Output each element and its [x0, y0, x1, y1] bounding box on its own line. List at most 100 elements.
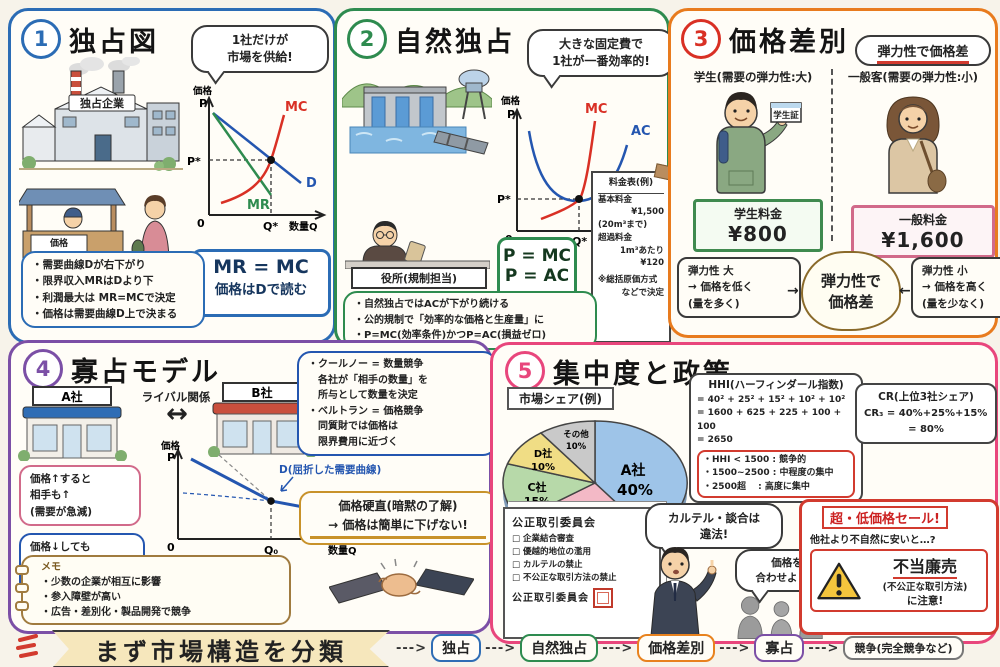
svg-text:0: 0 [197, 217, 205, 230]
general-price-card: 一般料金 ¥1,600 [851, 205, 995, 258]
elasticity-low-bubble: 弾力性 小 → 価格を高く (量を少なく) [911, 257, 1000, 318]
svg-text:10%: 10% [531, 462, 555, 473]
chain-item-competition: 競争(完全競争など) [843, 636, 964, 660]
panel2-bullet-list: ・自然独占ではACが下がり続ける ・公的規制で「効率的な価格と生産量」に ・P=… [343, 291, 597, 350]
factory-sign-label: 独占企業 [79, 96, 125, 110]
chain-arrow: ---> [808, 640, 840, 656]
chain-arrow: ---> [719, 640, 751, 656]
svg-text:その他: その他 [563, 429, 589, 440]
predatory-pricing-warning: 超・低価格セール! 他社より不自然に安いと…? 不当廉売 (不公正な取引方法) … [799, 499, 999, 635]
panel2-speech-bubble: 大きな固定費で 1社が一番効率的! [527, 29, 675, 77]
elasticity-cloud: 弾力性で 価格差 [801, 251, 901, 331]
student-price-card: 学生料金 ¥800 [693, 199, 823, 252]
store-a-illustration: A社 [18, 386, 127, 461]
demand-curve-label: D [306, 176, 317, 191]
svg-text:15%: 15% [524, 495, 550, 508]
speed-marks-icon [16, 634, 38, 658]
store-b-sign: B社 [251, 385, 272, 400]
regulator-illustration [345, 221, 490, 269]
cr-box: CR(上位3社シェア) CR₃ = 40%+25%+15% = 80% [855, 383, 997, 444]
svg-text:数量Q: 数量Q [328, 544, 357, 557]
hhi-thresholds: ・HHI < 1500 : 競争的 ・1500~2500 : 中程度の集中 ・2… [697, 449, 855, 499]
svg-text:Q₀: Q₀ [264, 544, 278, 557]
stand-price-label: 価格 [49, 237, 69, 249]
pie-chart-title: 市場シェア(例) [507, 387, 614, 410]
market-structure-chain: ---> 独占 ---> 自然独占 ---> 価格差別 ---> 寡占 --->… [396, 633, 996, 663]
memo-title: メモ [41, 562, 61, 573]
customer-illustration [886, 96, 947, 194]
panel3-number-badge: 3 [681, 19, 721, 59]
panel5-number-badge: 5 [505, 351, 545, 391]
svg-text:A社: A社 [621, 462, 646, 479]
chain-item-oligopoly: 寡占 [754, 634, 805, 662]
mr-curve-label: MR [247, 198, 270, 213]
panel2-title: 自然独占 [395, 26, 515, 58]
price-table-note: 料金表(例) 基本料金 ¥1,500 (20m³まで) 超過料金 1m³あたり … [591, 163, 675, 343]
cournot-bertrand-notes: ・クールノー = 数量競争 各社が「相手の数量」を 所与として数量を決定 ・ベル… [297, 351, 497, 456]
panel1-bullet-list: ・需要曲線Dが右下がり ・限界収入MRはDより下 ・利潤最大は MR=MCで決定… [21, 251, 205, 329]
panel-natural-monopoly: 2 自然独占 大きな固定費で 1社が一番効率的! [334, 8, 675, 350]
arrow-to-cloud-left: → [787, 283, 799, 299]
student-illustration: 学生証 [716, 92, 802, 194]
jftc-document: 公正取引委員会 □ 企業結合審査 □ 優越的地位の濫用 □ カルテルの禁止 □ … [503, 507, 661, 639]
mc-curve-label: MC [285, 100, 307, 115]
chain-arrow: ---> [396, 640, 428, 656]
panel1-number-badge: 1 [21, 19, 61, 59]
panel3-elasticity-pill: 弾力性で価格差 [855, 35, 991, 66]
official-seal-icon [593, 588, 613, 609]
chain-arrow: ---> [602, 640, 634, 656]
monopoly-graph: 価格 P P* 0 Q* 数量Q MC D MR [187, 85, 327, 233]
svg-text:価格: 価格 [160, 440, 181, 452]
divider-dashed [831, 69, 833, 241]
factory-illustration: 独占企業 [19, 57, 183, 171]
chain-item-natural-monopoly: 自然独占 [520, 634, 599, 662]
price-rigidity-box: 価格硬直(暗黙の了解) → 価格は簡単に下げない! [299, 491, 497, 546]
panel-concentration-policy: 5 集中度と政策 市場シェア(例) A社 40% B社 25% C社 15% D… [490, 342, 999, 644]
hhi-box: HHI(ハーフィンダール指数) = 40² + 25² + 15² + 10² … [689, 373, 863, 504]
svg-text:40%: 40% [617, 481, 653, 499]
kinked-demand-label: D(屈折した需要曲線) [279, 463, 381, 476]
store-a-sign: A社 [61, 389, 82, 404]
handshake-illustration [329, 558, 474, 604]
official-illustration [650, 547, 717, 637]
chain-item-price-discrimination: 価格差別 [637, 634, 716, 662]
mc-curve-label: MC [585, 102, 607, 117]
panel-monopoly-diagram: 1 独占図 1社だけが 市場を供給! 独占企業 [8, 8, 336, 344]
svg-text:価格: 価格 [192, 85, 213, 97]
svg-text:C社: C社 [527, 480, 546, 494]
panel1-speech-bubble: 1社だけが 市場を供給! [191, 25, 329, 73]
svg-text:D社: D社 [534, 447, 552, 460]
panel2-number-badge: 2 [347, 19, 387, 59]
svg-text:数量Q: 数量Q [289, 220, 318, 233]
svg-text:P: P [167, 451, 175, 464]
panel-price-discrimination: 3 価格差別 弾力性で価格差 学生(需要の弾力性:大) 一般客(需要の弾力性:小… [668, 8, 1000, 338]
arrow-to-cloud-right: ← [899, 283, 911, 299]
general-header: 一般客(需要の弾力性:小) [847, 70, 979, 84]
rival-label: ライバル関係 [141, 390, 211, 404]
dam-illustration [342, 69, 492, 155]
svg-text:0: 0 [167, 541, 175, 554]
panel3-title: 価格差別 [729, 26, 849, 58]
pie-slice-other [539, 420, 596, 485]
ac-curve-label: AC [631, 124, 651, 139]
svg-text:P*: P* [187, 155, 201, 168]
elasticity-high-bubble: 弾力性 大 → 価格を低く (量を多く) [677, 257, 801, 318]
chain-item-monopoly: 独占 [431, 634, 482, 662]
svg-text:P*: P* [497, 193, 511, 206]
price-up-bubble: 価格↑すると 相手も↑ (需要が急減) [19, 465, 141, 526]
panel1-rule-box: MR = MC 価格はDで読む [191, 249, 331, 317]
memo-box: メモ ・少数の企業が相互に影響 ・参入障壁が高い ・広告・差別化・製品開発で競争 [15, 555, 291, 625]
svg-text:10%: 10% [566, 442, 587, 452]
svg-text:価格: 価格 [500, 95, 521, 107]
svg-text:P: P [507, 108, 515, 121]
panel-oligopoly: 4 寡占モデル A社 ライバル関係 ↔ B社 価格↑すると [8, 340, 497, 634]
rival-arrow: ↔ [166, 399, 188, 429]
panel1-title: 独占図 [69, 26, 159, 58]
panel4-title: 寡占モデル [71, 356, 221, 388]
svg-text:Q*: Q* [263, 220, 278, 233]
regulator-label: 役所(規制担当) [351, 267, 487, 289]
cartel-illegal-bubble: カルテル・談合は 違法! [645, 503, 783, 550]
svg-text:P: P [199, 97, 207, 110]
classification-banner: まず市場構造を分類 [52, 630, 390, 667]
